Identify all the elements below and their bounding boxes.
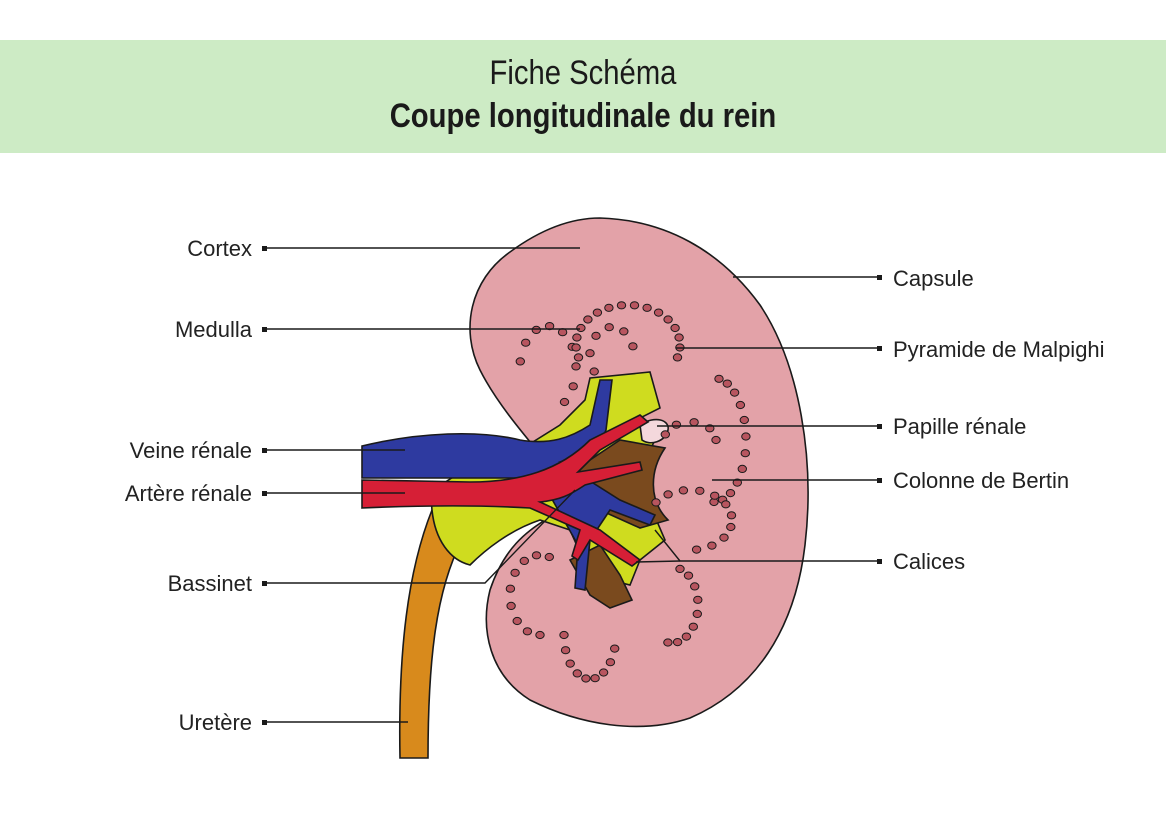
glomerulus-dot	[729, 388, 740, 397]
label-capsule: Capsule	[893, 266, 974, 291]
glomerulus-dot	[519, 556, 529, 566]
glomerulus-dot	[628, 342, 638, 351]
glomerulus-dot	[725, 489, 736, 498]
glomerulus-dot	[695, 486, 705, 495]
glomerulus-dot	[521, 338, 531, 347]
glomerulus-dot	[590, 674, 600, 683]
glomerulus-dot	[670, 323, 680, 333]
glomerulus-dot	[604, 303, 614, 312]
glomerulus-dot	[572, 333, 582, 342]
title-banner: Fiche Schéma Coupe longitudinale du rein	[0, 40, 1166, 153]
glomerulus-dot	[722, 379, 732, 388]
glomerulus-dot	[721, 500, 731, 509]
glomerulus-dot	[690, 582, 700, 591]
glomerulus-dot	[629, 301, 640, 310]
right-leaders	[635, 275, 882, 564]
glomerulus-dot	[689, 418, 699, 427]
glomerulus-dot	[571, 362, 581, 371]
glomerulus-dot	[726, 522, 736, 532]
label-artere-renale: Artère rénale	[125, 481, 252, 506]
glomerulus-dot	[589, 367, 599, 376]
glomerulus-dot	[506, 601, 516, 611]
glomerulus-dot	[598, 668, 609, 677]
glomerulus-dot	[544, 322, 555, 331]
glomerulus-dot	[663, 315, 673, 324]
glomerulus-dot	[672, 353, 683, 362]
glomerulus-dot	[710, 491, 720, 500]
label-bassinet: Bassinet	[168, 571, 252, 596]
glomerulus-dot	[531, 325, 541, 334]
glomerulus-dot	[675, 564, 685, 574]
glomerulus-dot	[693, 595, 703, 604]
glomerulus-dot	[732, 478, 742, 487]
glomerulus-dot	[674, 333, 684, 342]
glomerulus-dot	[688, 622, 698, 631]
glomerulus-dot	[642, 303, 652, 312]
glomerulus-dot	[719, 533, 729, 542]
left-leaders	[262, 246, 580, 725]
glomerulus-dot	[681, 632, 692, 641]
renal-artery	[361, 414, 650, 567]
title-line-1: Fiche Schéma	[489, 54, 677, 92]
glomerulus-dot	[663, 490, 673, 499]
glomerulus-dot	[535, 630, 545, 640]
glomerulus-dot	[510, 568, 520, 577]
glomerulus-dot	[604, 323, 614, 332]
glomerulus-dot	[678, 486, 689, 495]
glomerulus-dot	[592, 308, 603, 317]
label-uretere: Uretère	[179, 710, 252, 735]
glomerulus-dot	[726, 511, 737, 520]
glomerulus-dot	[651, 498, 661, 507]
glomerulus-dot	[711, 435, 721, 445]
glomerulus-dot	[522, 627, 533, 636]
glomerulus-dot	[515, 357, 525, 366]
glomerulus-dot	[531, 551, 542, 560]
glomerulus-dot	[691, 545, 702, 554]
glomerulus-dot	[610, 644, 620, 653]
glomerulus-dot	[735, 400, 746, 410]
glomerulus-dot	[672, 638, 683, 647]
glomerulus-dot	[568, 382, 578, 391]
label-cortex: Cortex	[187, 236, 252, 261]
glomerulus-dot	[660, 430, 670, 439]
label-medulla: Medulla	[175, 317, 253, 342]
glomerulus-dot	[576, 323, 586, 333]
glomerulus-dot	[616, 301, 627, 310]
label-pyramide: Pyramide de Malpighi	[893, 337, 1105, 362]
glomerulus-dot	[585, 349, 595, 358]
glomerulus-dot	[683, 571, 694, 580]
glomerulus-dot	[653, 308, 664, 317]
label-colonne: Colonne de Bertin	[893, 468, 1069, 493]
glomerulus-dot	[512, 616, 522, 626]
glomerulus-dot	[560, 646, 571, 655]
glomerulus-dot	[619, 327, 629, 336]
glomerulus-dot	[581, 674, 591, 683]
glomerulus-dot	[571, 343, 581, 352]
label-veine-renale: Veine rénale	[130, 438, 252, 463]
label-papille: Papille rénale	[893, 414, 1026, 439]
glomerulus-dot	[741, 432, 751, 441]
glomerulus-dot	[591, 331, 601, 340]
glomerulus-dot	[671, 420, 682, 429]
glomerulus-dot	[740, 449, 750, 458]
title-line-2: Coupe longitudinale du rein	[389, 97, 777, 135]
glomerulus-dot	[707, 541, 717, 550]
glomerulus-dot	[559, 630, 569, 640]
glomerulus-dot	[692, 609, 702, 619]
glomerulus-dot	[544, 552, 554, 562]
glomerulus-dot	[583, 315, 593, 324]
glomerulus-dot	[559, 397, 570, 407]
glomerulus-dot	[739, 415, 749, 425]
glomerulus-dot	[565, 659, 575, 668]
glomerulus-dot	[573, 353, 584, 362]
glomerulus-dot	[737, 464, 747, 473]
glomerulus-dot	[663, 638, 673, 647]
label-calices: Calices	[893, 549, 965, 574]
glomerulus-dot	[714, 374, 724, 383]
glomerulus-dot	[505, 584, 516, 593]
glomerulus-dot	[605, 658, 616, 667]
glomerulus-dot	[572, 669, 582, 678]
ureter	[398, 508, 463, 759]
